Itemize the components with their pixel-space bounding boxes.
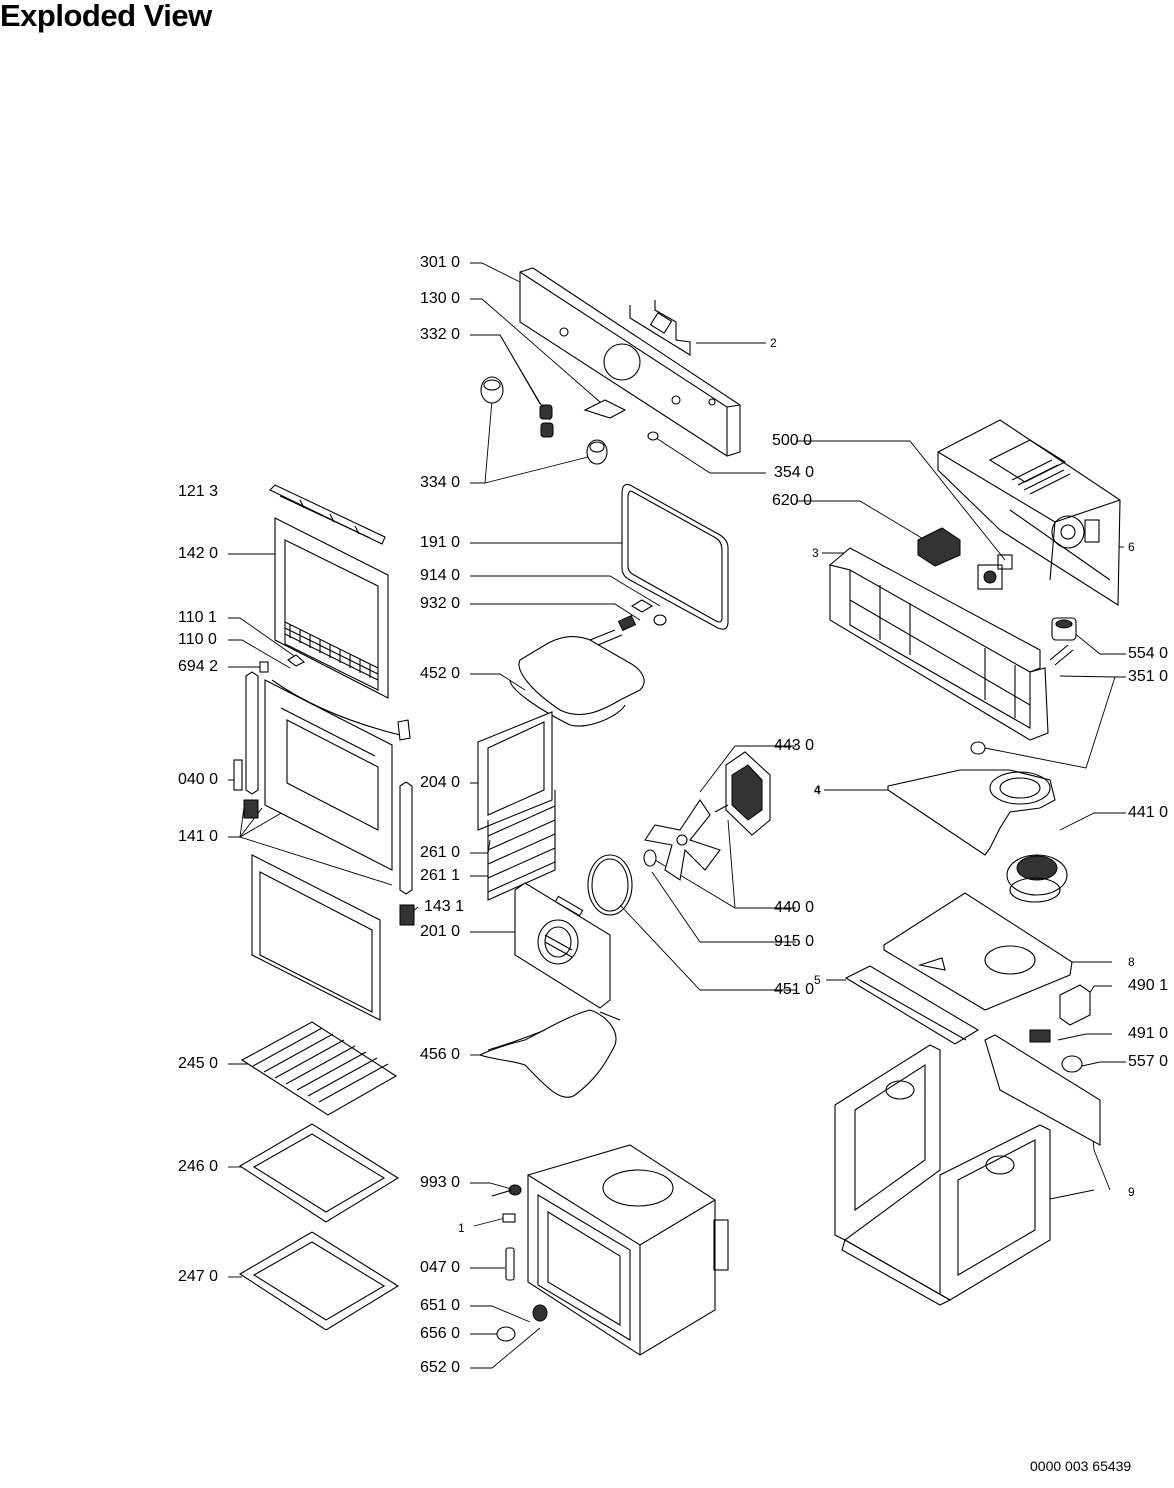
label-491-0: 491 0 — [1128, 1025, 1169, 1042]
label-490-1: 490 1 — [1128, 977, 1169, 994]
knob-springs-part — [539, 399, 659, 441]
label-332-0: 332 0 — [420, 326, 461, 343]
label-694-2: 694 2 — [178, 658, 219, 675]
label-121-3: 121 3 — [178, 483, 219, 500]
fan-cover-part — [514, 882, 611, 1009]
label-5: 5 — [814, 973, 821, 987]
label-334-0: 334 0 — [420, 474, 461, 491]
door-gasket-part — [621, 483, 729, 630]
label-261-0: 261 0 — [420, 844, 461, 861]
label-443-0: 443 0 — [774, 737, 815, 754]
label-932-0: 932 0 — [420, 595, 461, 612]
label-130-0: 130 0 — [420, 290, 461, 307]
label-047-0: 047 0 — [420, 1259, 461, 1276]
side-rack-panel-part — [477, 711, 553, 831]
leader-lines — [228, 262, 1126, 1369]
label-1: 1 — [458, 1221, 465, 1235]
label-441-0: 441 0 — [1128, 804, 1169, 821]
wire-shelf-part — [240, 1021, 398, 1116]
document-number: 0000 003 65439 — [1030, 1458, 1132, 1474]
label-261-1: 261 1 — [420, 867, 461, 884]
label-557-0: 557 0 — [1128, 1053, 1169, 1070]
label-6: 6 — [1128, 540, 1135, 554]
fan-nut-part — [643, 849, 657, 867]
control-panel-part — [519, 267, 741, 457]
label-040-0: 040 0 — [178, 771, 219, 788]
label-440-0: 440 0 — [774, 899, 815, 916]
side-panels-part — [834, 1034, 1101, 1306]
label-2: 2 — [770, 336, 777, 350]
label-354-0: 354 0 — [774, 464, 815, 481]
label-201-0: 201 0 — [420, 923, 461, 940]
label-456-0: 456 0 — [420, 1046, 461, 1063]
label-620-0: 620 0 — [772, 492, 813, 509]
fan-motor-500-part — [977, 554, 1013, 590]
label-110-0: 110 0 — [178, 631, 217, 648]
lamp-parts — [617, 599, 667, 632]
label-301-0: 301 0 — [420, 254, 461, 271]
label-204-0: 204 0 — [420, 774, 461, 791]
top-cooling-assembly-part — [937, 419, 1121, 606]
control-knobs-part — [480, 376, 608, 465]
baking-tray-246-part — [238, 1123, 400, 1223]
front-trim-strip-part — [844, 965, 980, 1045]
label-110-1: 110 1 — [178, 609, 217, 626]
label-500-0: 500 0 — [772, 432, 813, 449]
page-title: Exploded View — [0, 0, 212, 33]
door-top-trim-part — [269, 484, 386, 545]
deflector-part — [887, 769, 1056, 856]
label-993-0: 993 0 — [420, 1174, 461, 1191]
label-9: 9 — [1128, 1185, 1135, 1199]
label-914-0: 914 0 — [420, 567, 461, 584]
door-hinge-clips-part — [259, 654, 411, 741]
base-panel-part — [883, 892, 1073, 1011]
inner-door-glass-part — [264, 679, 393, 871]
fan-motor-443-part — [714, 751, 771, 836]
label-452-0: 452 0 — [420, 665, 461, 682]
small-fittings-part — [491, 1184, 548, 1342]
thermostat-part — [917, 527, 961, 567]
outer-door-glass-part — [274, 517, 389, 699]
pressure-switch-part — [1049, 617, 1077, 666]
label-143-1: 143 1 — [424, 898, 465, 915]
label-915-0: 915 0 — [774, 933, 815, 950]
label-142-0: 142 0 — [178, 545, 219, 562]
circulation-fan-part — [644, 799, 721, 881]
grill-element-part — [509, 629, 645, 727]
rear-frame-part — [828, 547, 1049, 755]
label-3: 3 — [812, 546, 819, 560]
lower-element-part — [478, 1009, 621, 1098]
label-141-0: 141 0 — [178, 828, 219, 845]
door-inner-pane-part — [251, 854, 381, 1021]
label-191-0: 191 0 — [420, 534, 461, 551]
baking-tray-247-part — [238, 1231, 400, 1331]
door-side-rails-part — [233, 671, 415, 926]
tangential-fan-part — [1006, 854, 1068, 903]
fan-ring-part — [587, 854, 633, 916]
label-554-0: 554 0 — [1128, 645, 1169, 662]
oven-cavity-part — [527, 1144, 729, 1356]
label-451-0: 451 0 — [774, 981, 815, 998]
label-4: 4 — [814, 783, 821, 797]
switch-block-part — [1029, 984, 1091, 1073]
label-351-0: 351 0 — [1128, 668, 1169, 685]
label-8: 8 — [1128, 955, 1135, 969]
label-246-0: 246 0 — [178, 1158, 219, 1175]
label-652-0: 652 0 — [420, 1359, 461, 1376]
label-245-0: 245 0 — [178, 1055, 219, 1072]
label-651-0: 651 0 — [420, 1297, 461, 1314]
label-247-0: 247 0 — [178, 1268, 219, 1285]
label-656-0: 656 0 — [420, 1325, 461, 1342]
